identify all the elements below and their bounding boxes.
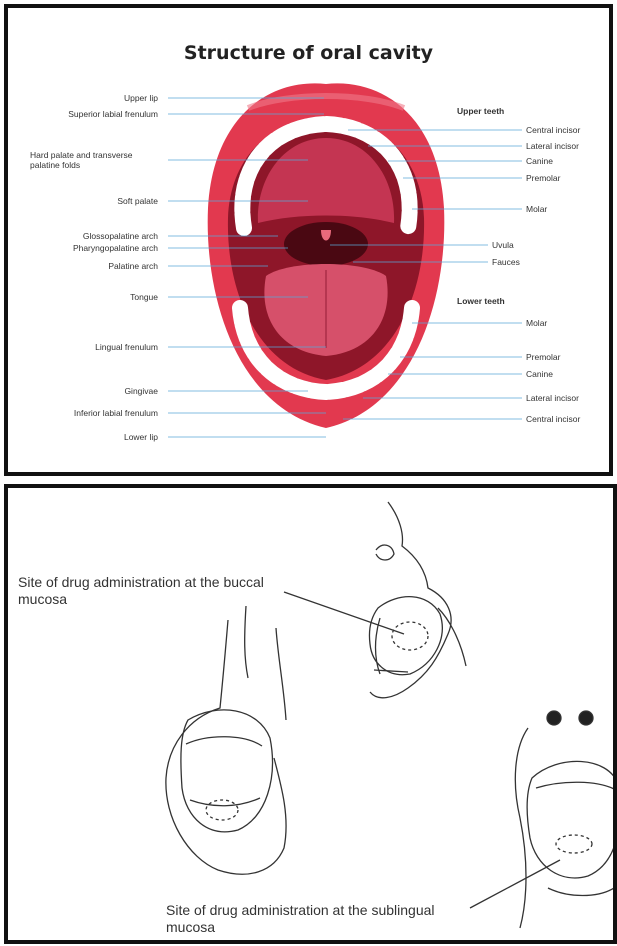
buccal-nose	[376, 545, 394, 560]
label-gingivae: Gingivae	[124, 386, 158, 396]
label-uvula: Uvula	[492, 240, 514, 250]
label-hard-palate: Hard palate and transverse palatine fold…	[30, 150, 160, 170]
label-upper-central-incisor: Central incisor	[526, 125, 580, 135]
buccal-pointer	[284, 592, 404, 634]
mouth-illustration	[8, 8, 613, 476]
label-upper-teeth-heading: Upper teeth	[457, 106, 504, 116]
label-tongue: Tongue	[130, 292, 158, 302]
label-lower-teeth-heading: Lower teeth	[457, 296, 505, 306]
buccal-label: Site of drug administration at the bucca…	[18, 574, 278, 608]
label-lower-canine: Canine	[526, 369, 553, 379]
right-mouth	[527, 761, 617, 878]
throat	[284, 222, 368, 266]
label-upper-lateral-incisor: Lateral incisor	[526, 141, 579, 151]
label-superior-labial-frenulum: Superior labial frenulum	[68, 109, 158, 119]
label-fauces: Fauces	[492, 257, 520, 267]
label-upper-canine: Canine	[526, 156, 553, 166]
label-lower-molar: Molar	[526, 318, 547, 328]
label-pharyngopalatine-arch: Pharyngopalatine arch	[73, 243, 158, 253]
sublingual-pointer	[470, 860, 560, 908]
label-lingual-frenulum: Lingual frenulum	[95, 342, 158, 352]
sketch-illustration	[8, 488, 617, 944]
right-sublingual-site	[556, 835, 592, 853]
label-inferior-labial-frenulum: Inferior labial frenulum	[74, 408, 158, 418]
label-upper-premolar: Premolar	[526, 173, 560, 183]
left-teeth	[186, 737, 262, 746]
left-face-outline	[166, 620, 286, 874]
label-lower-lateral-incisor: Lateral incisor	[526, 393, 579, 403]
sublingual-label: Site of drug administration at the subli…	[166, 902, 466, 936]
label-soft-palate: Soft palate	[117, 196, 158, 206]
label-lower-lip: Lower lip	[124, 432, 158, 442]
label-upper-molar: Molar	[526, 204, 547, 214]
oral-cavity-diagram: Structure of oral cavity	[4, 4, 613, 476]
label-glossopalatine-arch: Glossopalatine arch	[83, 231, 158, 241]
right-face-outline	[515, 728, 528, 928]
label-palatine-arch: Palatine arch	[108, 261, 158, 271]
drug-administration-sketch: Site of drug administration at the bucca…	[4, 484, 617, 944]
label-upper-lip: Upper lip	[124, 93, 158, 103]
buccal-site	[392, 622, 428, 650]
left-sublingual-site	[206, 800, 238, 820]
buccal-mouth	[369, 597, 442, 675]
label-lower-premolar: Premolar	[526, 352, 560, 362]
label-lower-central-incisor: Central incisor	[526, 414, 580, 424]
left-mouth	[181, 710, 273, 832]
